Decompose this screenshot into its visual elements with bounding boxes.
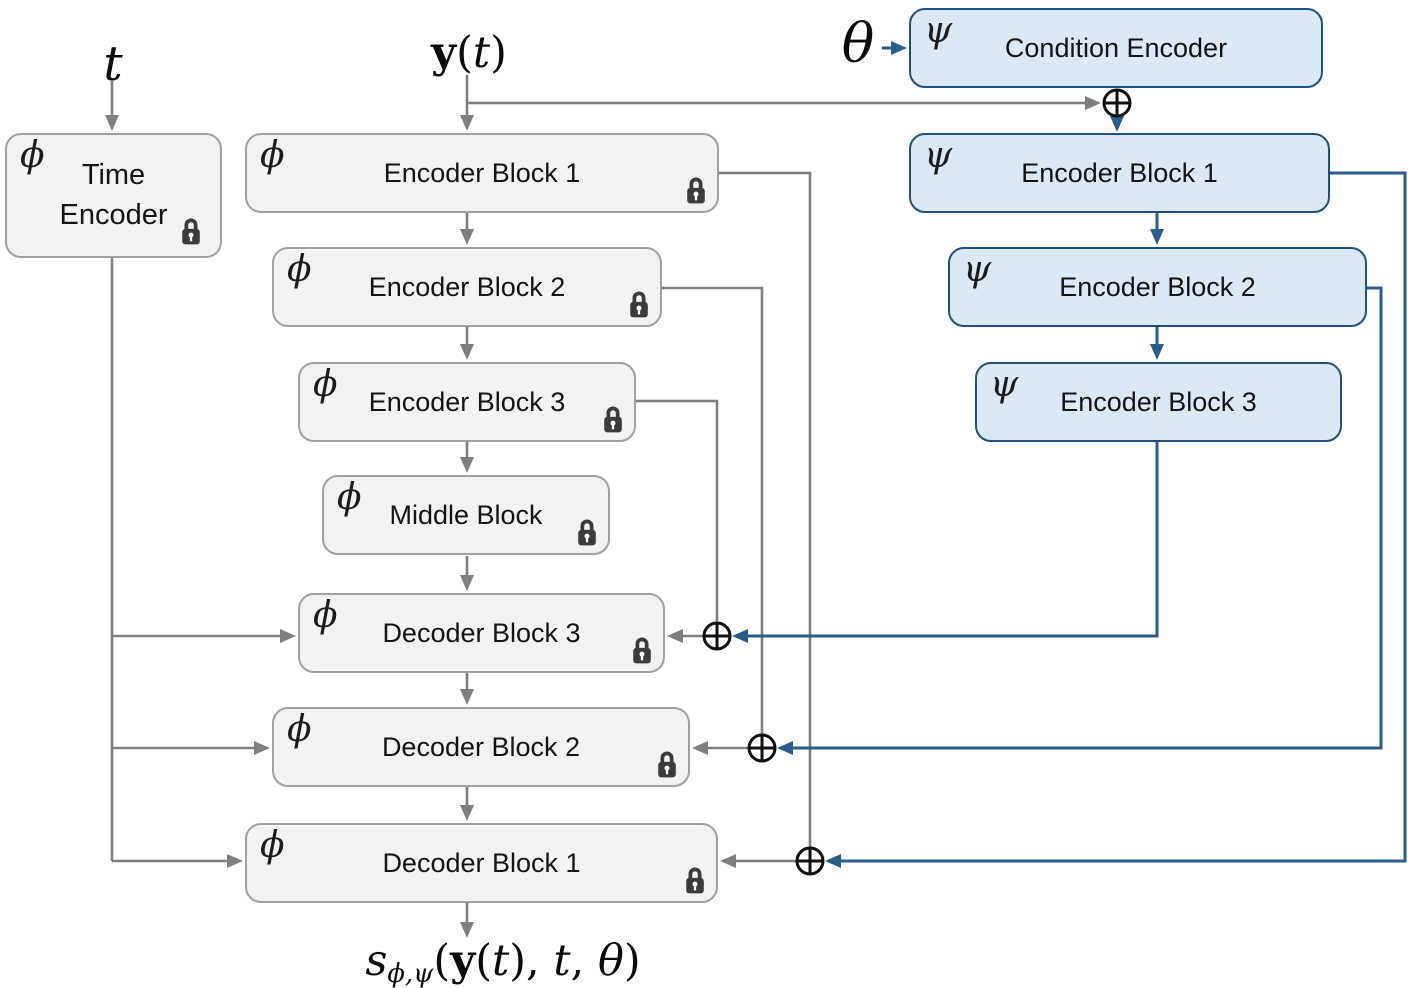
sum-node-decoder-1 (795, 846, 825, 876)
phi-decoder-block-1: ϕ Decoder Block 1 (245, 823, 718, 903)
phi-symbol: ϕ (337, 477, 362, 518)
lock-icon (687, 177, 705, 204)
phi-symbol: ϕ (260, 135, 285, 176)
phi-decoder-block-2: ϕ Decoder Block 2 (272, 707, 690, 787)
phi-encoder-block-2: ϕ Encoder Block 2 (272, 247, 662, 327)
phi-middle-block: ϕ Middle Block (322, 475, 610, 555)
lock-icon (630, 291, 648, 318)
phi-decoder-block-3: ϕ Decoder Block 3 (298, 593, 665, 673)
phi-symbol: ϕ (313, 595, 338, 636)
phi-symbol: ϕ (20, 135, 45, 176)
noisy-data-input-label: y(t) (431, 28, 507, 78)
block-label: Middle Block (389, 499, 543, 530)
phi-encoder-block-3: ϕ Encoder Block 3 (298, 362, 636, 442)
lock-icon (604, 406, 622, 433)
lock-icon (633, 637, 651, 664)
condition-input-label: θ (841, 12, 875, 75)
psi-encoder-block-2: ψ Encoder Block 2 (948, 247, 1367, 327)
block-label: Decoder Block 2 (381, 731, 581, 762)
block-label: Encoder Block 1 (383, 157, 581, 188)
block-label: Encoder Block 3 (1060, 386, 1257, 417)
lock-icon (686, 867, 704, 894)
block-label: Encoder Block 3 (368, 386, 566, 417)
psi-encoder-block-3: ψ Encoder Block 3 (975, 362, 1342, 442)
block-label: Decoder Block 1 (382, 847, 581, 878)
phi-symbol: ϕ (287, 709, 312, 750)
phi-encoder-block-1: ϕ Encoder Block 1 (245, 133, 719, 213)
psi-symbol: ψ (924, 10, 953, 51)
phi-symbol: ϕ (287, 249, 312, 290)
block-label: Encoder Block 1 (1021, 157, 1218, 188)
block-label: Condition Encoder (1004, 32, 1228, 63)
block-label: Encoder Block 2 (368, 271, 566, 302)
block-label: Decoder Block 3 (382, 617, 581, 648)
psi-encoder-block-1: ψ Encoder Block 1 (909, 133, 1330, 213)
block-label: Encoder Block 2 (1059, 271, 1256, 302)
sum-node-decoder-3 (702, 621, 732, 651)
psi-symbol: ψ (924, 135, 953, 176)
sum-node-top (1102, 88, 1132, 118)
score-output-label: sϕ,ψ(y(t), t, θ) (365, 936, 641, 988)
phi-symbol: ϕ (313, 364, 338, 405)
lock-icon (182, 218, 200, 245)
lock-icon (658, 751, 676, 778)
psi-condition-encoder: ψ Condition Encoder (909, 8, 1323, 88)
time-input-label: t (103, 36, 123, 92)
block-label: Time Encoder (59, 159, 168, 231)
phi-symbol: ϕ (260, 825, 285, 866)
lock-icon (578, 519, 596, 546)
sum-node-decoder-2 (747, 733, 777, 763)
phi-time-encoder: ϕ Time Encoder (5, 133, 222, 258)
